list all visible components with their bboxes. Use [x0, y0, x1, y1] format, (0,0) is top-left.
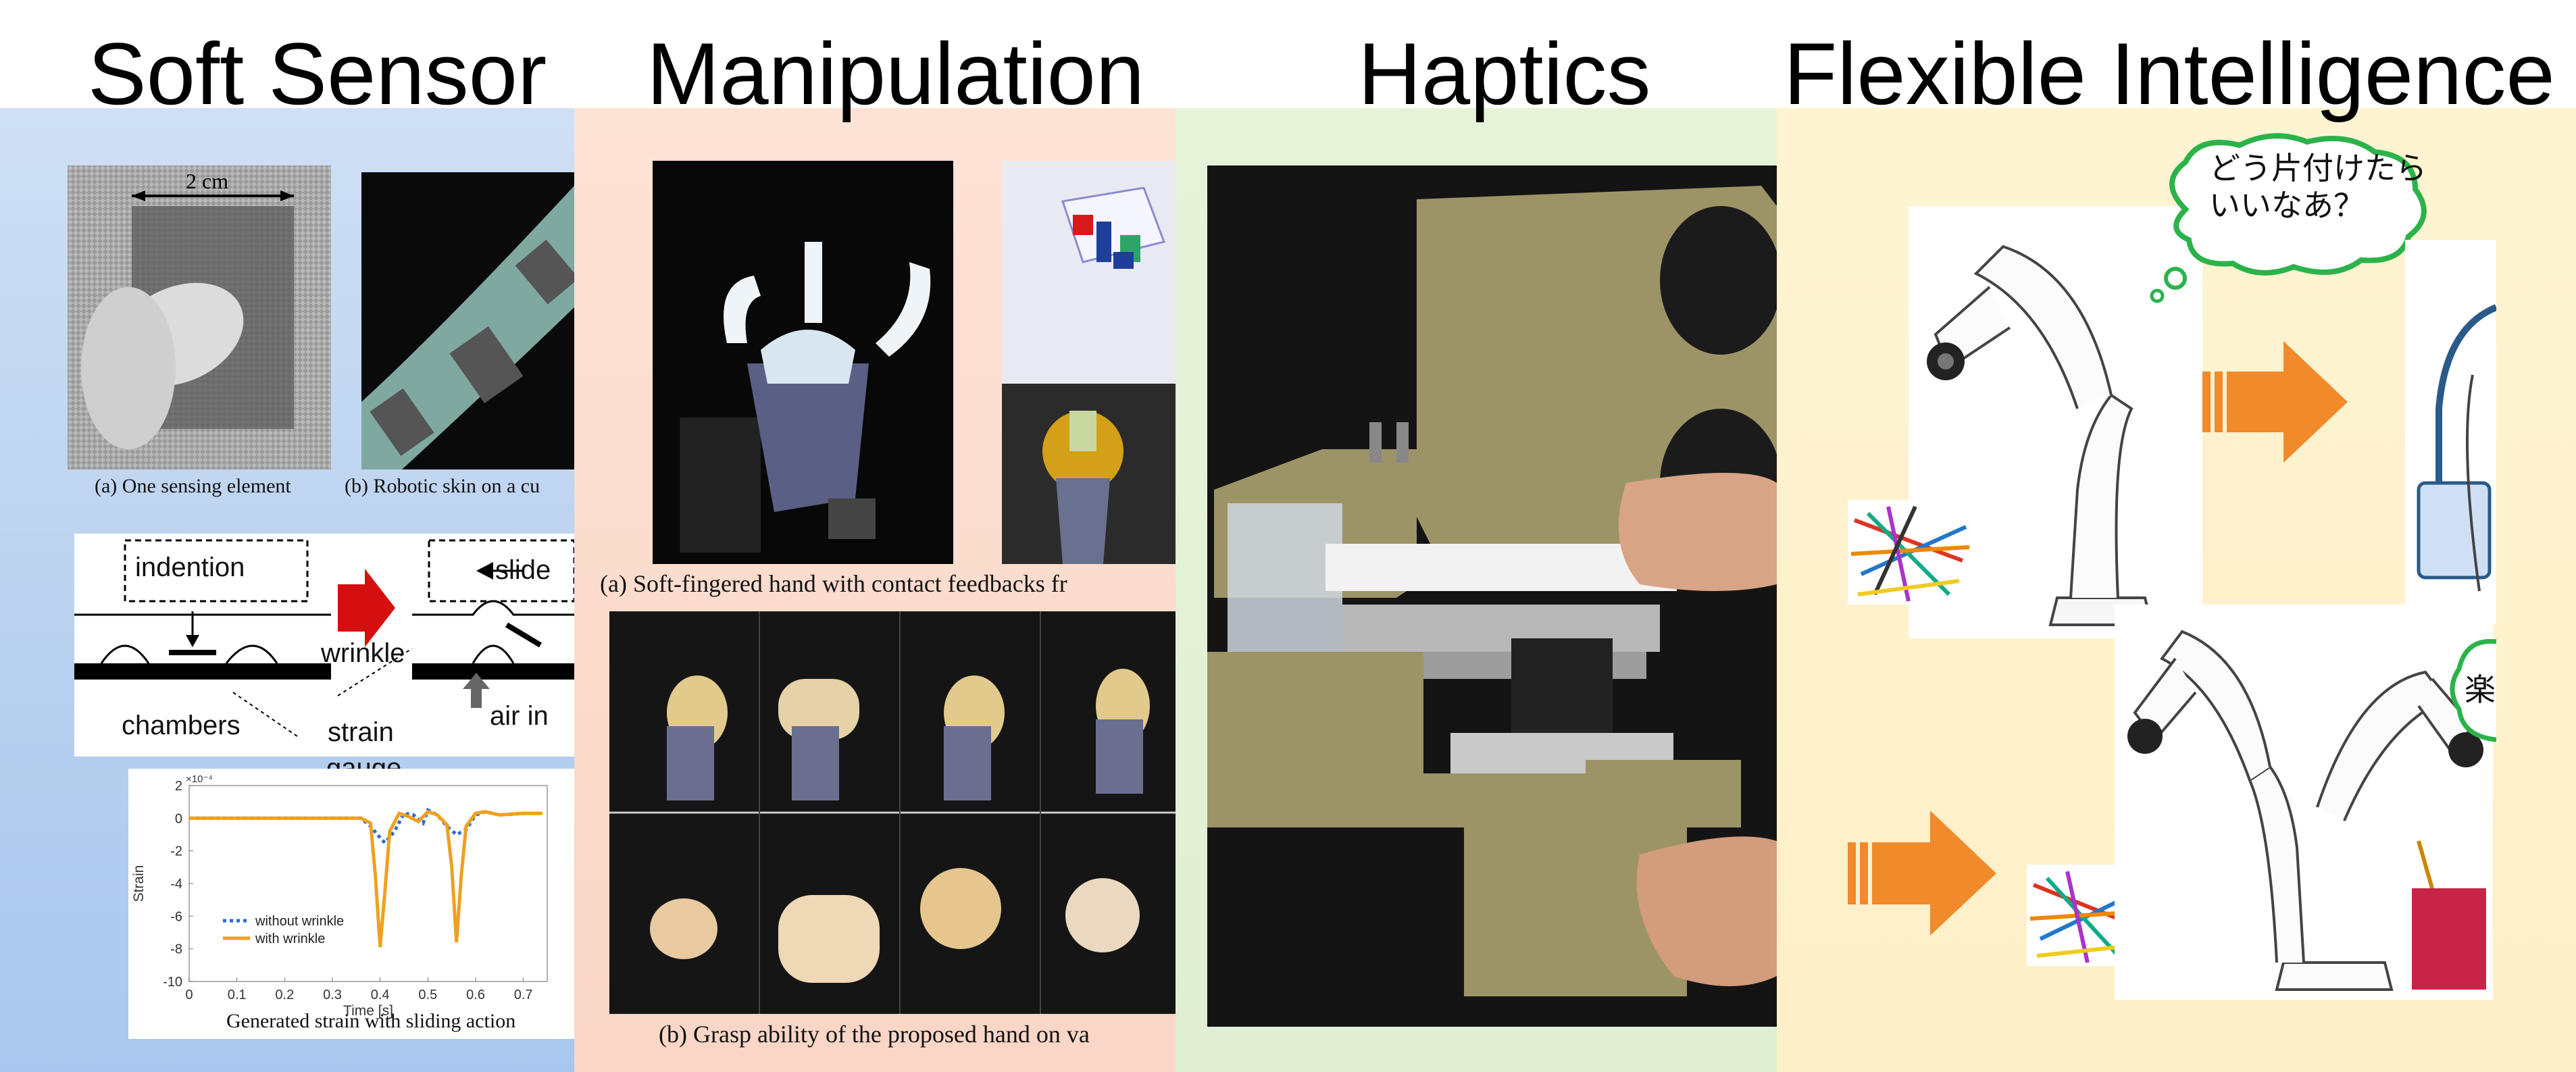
y-tick-label: -4	[170, 877, 182, 892]
dimension-label: 2 cm	[186, 169, 229, 193]
x-tick-label: 0.6	[466, 988, 485, 1002]
legend-label: with wrinkle	[255, 931, 325, 946]
robot-arm-right-partial	[2405, 240, 2496, 625]
y-tick-label: 0	[175, 811, 182, 826]
series-line-1	[189, 807, 542, 846]
label-slide: slide	[495, 555, 551, 585]
y-scale-label: ×10⁻⁴	[186, 773, 213, 785]
arrow-right-bottom	[1848, 811, 1996, 936]
x-tick-label: 0.5	[418, 988, 437, 1002]
x-tick-label: 0	[185, 988, 193, 1002]
x-axis-label: Time [s]	[343, 1003, 393, 1019]
sensing-element-photo: 2 cm	[68, 165, 331, 469]
y-tick-label: -2	[170, 844, 182, 859]
haptics-title: Haptics	[1358, 24, 1651, 123]
caption-grasp-ability: (b) Grasp ability of the proposed hand o…	[659, 1021, 1090, 1048]
haptic-device-photo	[1207, 165, 1777, 1027]
sensor-diagram	[74, 534, 574, 757]
thought-text: どう片付けたら いいなあ？	[2209, 150, 2427, 224]
label-indention: indention	[135, 553, 245, 582]
x-tick-label: 0.2	[275, 988, 294, 1002]
thought-line-1: どう片付けたら	[2209, 151, 2427, 186]
x-tick-label: 0.4	[371, 988, 390, 1002]
robotic-skin-photo	[361, 172, 574, 469]
caption-sensing-element: (a) One sensing element	[95, 475, 291, 497]
y-tick-label: -8	[170, 942, 182, 957]
pencils-image-top	[1848, 500, 1973, 605]
x-tick-label: 0.1	[228, 988, 247, 1002]
plot-caption: Generated strain with sliding action	[226, 1010, 516, 1032]
thought-bubble-2	[2450, 639, 2496, 742]
soft-hand-photo	[653, 161, 953, 564]
grasp-lemon-photo	[1002, 161, 1176, 564]
caption-soft-hand: (a) Soft-fingered hand with contact feed…	[600, 570, 1067, 597]
robot-arm-thinking	[1909, 206, 2202, 638]
manipulation-title: Manipulation	[647, 24, 1145, 123]
x-tick-label: 0.7	[514, 988, 533, 1002]
x-tick-label: 0.3	[323, 988, 342, 1002]
y-tick-label: 2	[175, 779, 182, 794]
legend-label: without wrinkle	[255, 914, 344, 929]
y-tick-label: -10	[163, 975, 182, 990]
thought-bubble	[2150, 133, 2427, 303]
y-tick-label: -6	[170, 909, 182, 924]
label-air-in: air in	[490, 701, 549, 731]
thought-line-2: いいなあ？	[2209, 188, 2365, 224]
soft-sensor-title: Soft Sensor	[88, 24, 547, 123]
robot-arms-tidying	[2115, 605, 2493, 1000]
arrow-right-top	[2202, 341, 2348, 463]
grasp-grid-photo	[609, 611, 1176, 1014]
label-wrinkle: wrinkle	[321, 638, 405, 668]
label-strain: strain	[328, 717, 394, 747]
flexible-intelligence-title: Flexible Intelligence	[1784, 24, 2555, 123]
caption-robotic-skin: (b) Robotic skin on a cu	[345, 475, 540, 497]
y-axis-label: Strain	[131, 865, 147, 902]
thought-text-2: 楽	[2465, 672, 2496, 707]
series-line-2	[189, 809, 542, 948]
label-chambers: chambers	[122, 711, 241, 740]
